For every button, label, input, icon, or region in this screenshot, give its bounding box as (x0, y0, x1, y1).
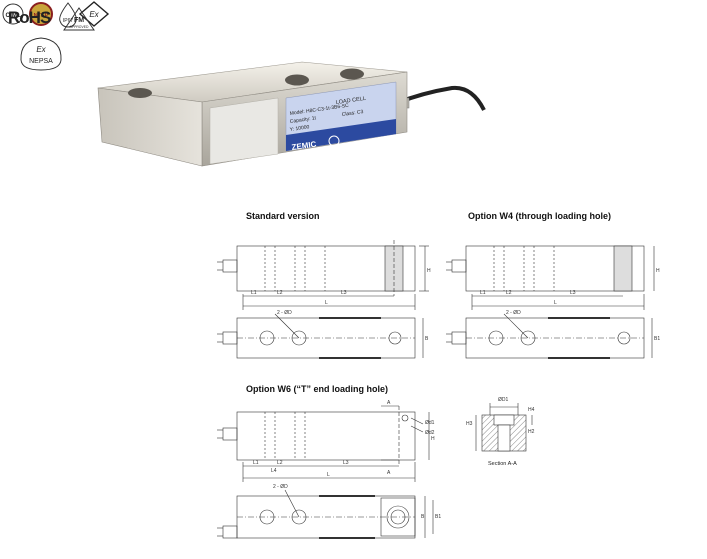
dim-a-top: A (387, 400, 391, 406)
ntep-label: NTEP (34, 13, 49, 19)
end-hatch (613, 245, 633, 292)
mounting-hole (340, 68, 364, 80)
drawing-w6: A A Ød1 Ød2 H L1 L2 L4 L3 L 2 - ØD B B1 (217, 400, 441, 539)
dim-l3: L3 (570, 290, 576, 296)
dim-b: B (421, 514, 425, 520)
end-block (380, 497, 416, 537)
dim-b1: B1 (435, 514, 441, 520)
dim-l: L (554, 300, 557, 306)
mounting-hole (285, 74, 309, 86)
section-label: Section A-A (488, 461, 517, 467)
dim-l1: L1 (251, 290, 257, 296)
side-view-body (236, 411, 416, 461)
dim-d1: Ød1 (425, 420, 435, 426)
fm-sub-text: APPROVED (70, 25, 89, 29)
dim-h3: H3 (466, 421, 473, 427)
cable-gland-top (222, 331, 238, 345)
dim-holes: 2 - ØD (506, 310, 521, 316)
section-title-standard: Standard version (246, 211, 320, 221)
dim-l2: L2 (277, 290, 283, 296)
brand-logo-mark-icon (328, 135, 340, 147)
dim-d2: Ød2 (425, 430, 435, 436)
dim-l1: L1 (480, 290, 486, 296)
brand-logo: ZEMIC (291, 140, 317, 152)
section-a-a: ØD1 H3 H4 H2 Section A-A (466, 397, 535, 467)
oiml-label: OIML (6, 13, 21, 19)
nepsa-text: NEPSA (29, 58, 53, 65)
dim-l4: L4 (271, 468, 277, 474)
section-counterbore (493, 414, 515, 426)
dim-holes: 2 - ØD (273, 484, 288, 490)
cable-gland-top (222, 525, 238, 539)
dim-l: L (325, 300, 328, 306)
drawing-standard: L1 L2 L3 L H 2 - ØD B (217, 240, 431, 359)
ex-diamond-label: Ex (89, 10, 99, 19)
dim-b1: B1 (654, 336, 660, 342)
mounting-hole (128, 88, 152, 98)
cable-gland-top (451, 331, 467, 345)
nameplate-brand-band (286, 119, 396, 151)
load-cell-end-face (97, 87, 203, 167)
front-blank-label (209, 97, 279, 165)
dim-holes: 2 - ØD (277, 310, 292, 316)
dim-h: H (431, 436, 435, 442)
section-title-w6: Option W6 (“T” end loading hole) (246, 384, 388, 394)
cable-gland-side (222, 427, 238, 441)
cable (396, 85, 486, 111)
dim-l3: L3 (341, 290, 347, 296)
dim-h2: H2 (528, 429, 535, 435)
drawing-w4: L1 L2 L3 L H 2 - ØD B1 (446, 245, 660, 359)
load-cell-photo: LOAD CELL Model: H8C-C3-1t-3B6-SC Capaci… (97, 61, 486, 167)
plate-title: LOAD CELL (335, 96, 366, 106)
ip67-drop-icon (59, 2, 77, 28)
ex-mark-text: Ex (36, 45, 46, 54)
ip67-label: IP67 (63, 18, 74, 24)
ex-nepsa-icon: Ex NEPSA (20, 37, 62, 71)
rohs-mark: RoHS (8, 8, 51, 27)
section-bore (497, 424, 511, 452)
dim-l: L (327, 472, 330, 478)
dim-l1: L1 (253, 460, 259, 466)
cable-gland-side (222, 259, 238, 273)
ntep-icon (29, 2, 53, 26)
dim-b: B (425, 336, 429, 342)
section-title-w4: Option W4 (through loading hole) (468, 211, 611, 221)
t-hole-icon (401, 414, 409, 422)
dim-a-bottom: A (387, 470, 391, 476)
plate-capacity: Capacity: 1t (289, 115, 317, 125)
plate-y: Y: 10000 (289, 124, 310, 133)
dim-l3: L3 (343, 460, 349, 466)
fm-mark-text: FM (74, 17, 84, 24)
fm-approved-icon: FM APPROVED (63, 7, 95, 31)
oiml-icon (2, 3, 24, 25)
cable-gland-side (451, 259, 467, 273)
plate-class: Class: C3 (341, 109, 364, 118)
dim-D1: ØD1 (498, 397, 509, 403)
dim-h4: H4 (528, 407, 535, 413)
dim-h: H (427, 268, 431, 274)
dim-l2: L2 (277, 460, 283, 466)
dim-l2: L2 (506, 290, 512, 296)
dim-h: H (656, 268, 660, 274)
t-hole-outer (386, 505, 410, 529)
